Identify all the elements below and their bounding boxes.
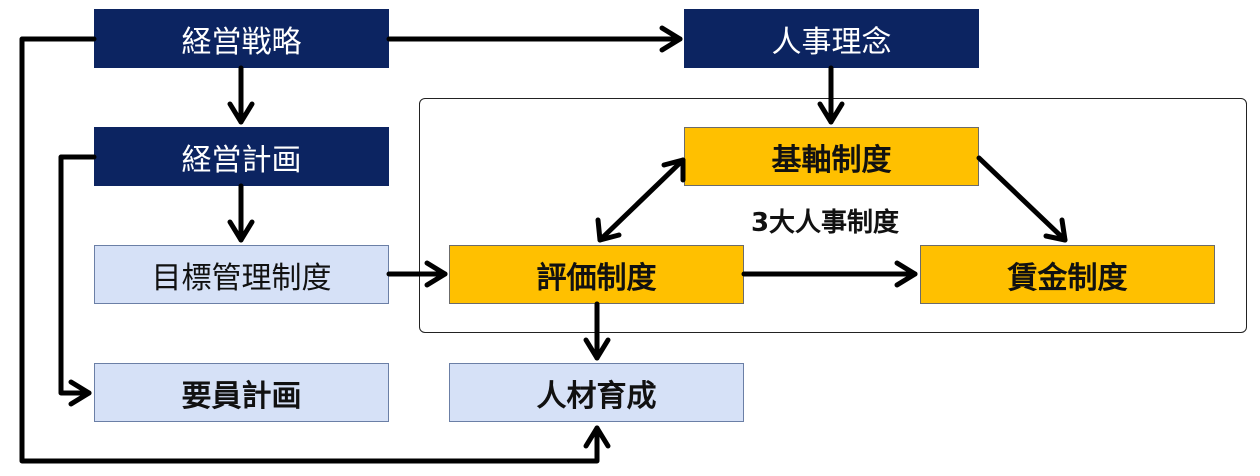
connector-plan-staffing [58, 154, 97, 396]
arrowhead [583, 337, 611, 361]
node-label: 経営計画 [181, 142, 302, 178]
node-grade-system: 基軸制度 [684, 127, 979, 186]
arrowhead [583, 425, 611, 449]
arrowhead [817, 101, 845, 125]
node-staffing-plan: 要員計画 [94, 363, 389, 422]
node-label: 基軸制度 [771, 142, 892, 178]
arrowhead [659, 25, 683, 53]
group-label: 3大人事制度 [750, 208, 900, 238]
node-label: 人事理念 [771, 24, 892, 60]
arrowhead [227, 101, 255, 125]
connector-strategy-development [19, 36, 600, 464]
arrowhead [894, 260, 918, 288]
node-label: 賃金制度 [1007, 260, 1128, 296]
node-label: 評価制度 [536, 260, 657, 296]
connector-evaluation-grade [597, 157, 686, 243]
node-mbo-system: 目標管理制度 [94, 245, 389, 304]
node-label: 目標管理制度 [151, 260, 332, 296]
arrowhead [227, 219, 255, 243]
connector-grade-wage [976, 155, 1068, 243]
arrowhead [1043, 217, 1068, 243]
arrowhead [68, 379, 92, 407]
node-label: 要員計画 [181, 378, 302, 414]
node-wage-system: 賃金制度 [920, 245, 1215, 304]
node-management-strategy: 経営戦略 [94, 9, 389, 68]
node-hr-development: 人材育成 [449, 363, 744, 422]
arrowhead [661, 157, 686, 183]
node-label: 人材育成 [536, 378, 657, 414]
node-hr-philosophy: 人事理念 [684, 9, 979, 68]
arrowhead [595, 217, 622, 243]
node-label: 経営戦略 [181, 24, 302, 60]
arrowhead [424, 260, 448, 288]
